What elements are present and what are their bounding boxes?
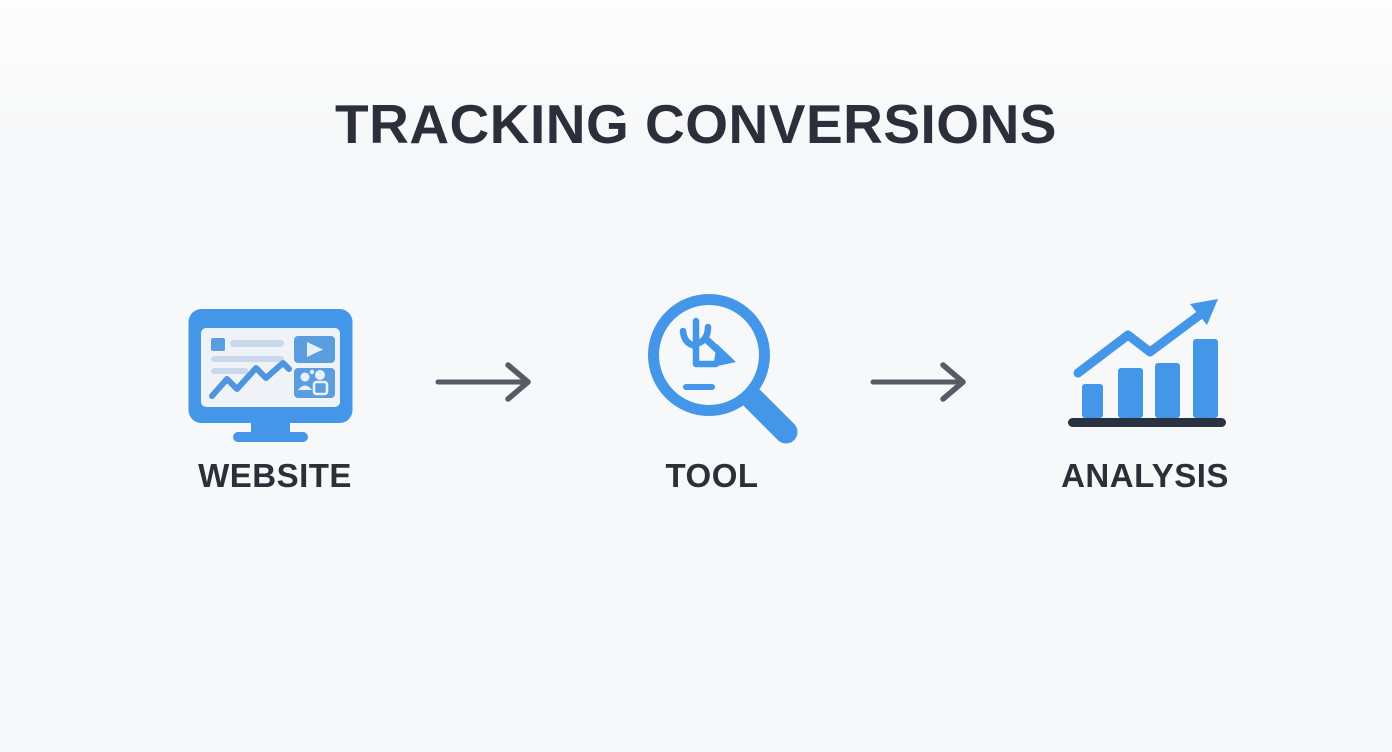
arrow-head [505, 362, 531, 402]
bar-chart-growth-icon [1068, 299, 1226, 427]
screen-text-line [211, 356, 284, 362]
step-label-tool: TOOL [665, 457, 759, 494]
website-monitor-icon [188, 309, 353, 442]
step-label-analysis: ANALYSIS [1061, 457, 1229, 494]
bar-2 [1118, 368, 1143, 418]
magnifier-handle [741, 387, 798, 444]
screen-text-line [211, 368, 248, 374]
right-arrow-icon [870, 362, 966, 402]
screen-thumbnail-square [211, 338, 225, 351]
trend-line [1073, 309, 1206, 378]
bar-4 [1193, 339, 1218, 418]
trend-arrow-head [1190, 299, 1218, 325]
screen-line-chart [209, 360, 292, 399]
screen-text-line [230, 340, 284, 347]
arrow-head [940, 362, 966, 402]
bar-3 [1155, 363, 1180, 418]
lens-cursor-glyph [679, 317, 736, 390]
magnifier-ring [648, 294, 770, 416]
magnifier-icon [648, 294, 798, 444]
step-label-website: WEBSITE [198, 457, 352, 494]
play-icon [307, 342, 323, 357]
page-title: TRACKING CONVERSIONS [335, 93, 1057, 155]
right-arrow-icon [435, 362, 531, 402]
monitor-stand-base [233, 432, 308, 442]
people-icons [298, 369, 329, 396]
chart-baseline [1068, 418, 1226, 427]
bar-1 [1082, 384, 1103, 418]
